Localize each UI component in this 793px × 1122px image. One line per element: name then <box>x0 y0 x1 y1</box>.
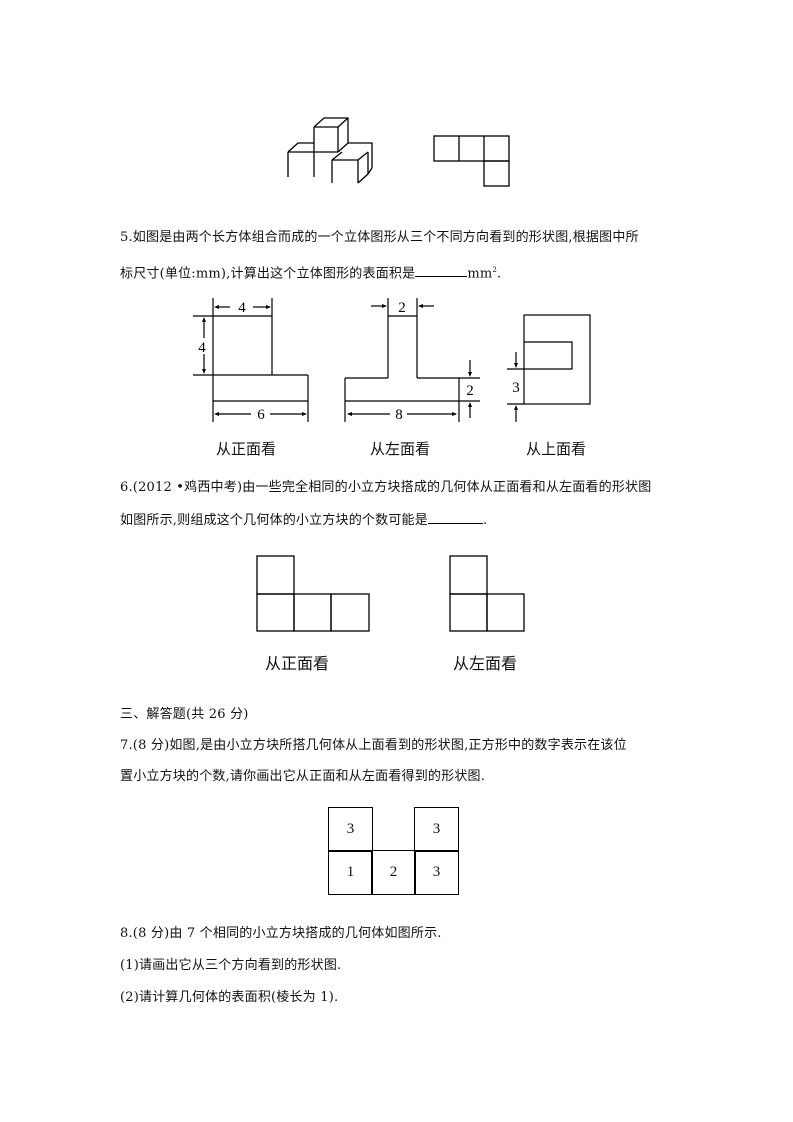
q7-top-view-grid: 3 3 1 2 3 <box>328 807 459 895</box>
top-view-grid-figure <box>433 135 510 187</box>
q5-top-dim: 3 <box>512 380 520 396</box>
q6-left-caption: 从左面看 <box>453 654 518 673</box>
q5-left-dim-top: 2 <box>398 300 406 316</box>
q5-left-dim-bottom: 8 <box>395 407 403 423</box>
cube-stack-3d-figure <box>287 117 373 184</box>
q5-unit-sup: 2 <box>492 266 498 274</box>
q7-grid-cell-r1c3: 3 <box>414 807 459 852</box>
q6-front-view-figure <box>256 555 370 632</box>
q7-text-line1: 7.(8 分)如图,是由小立方块所搭几何体从上面看到的形状图,正方形中的数字表示… <box>120 738 627 753</box>
q5-top-caption: 从上面看 <box>526 440 587 458</box>
q5-text-line2: 标尺寸(单位:mm),计算出这个立体图形的表面积是 mm2. <box>120 262 501 282</box>
q5-left-dim-height: 2 <box>466 383 474 399</box>
q6-text-line2-prefix: 如图所示,则组成这个几何体的小立方块的个数可能是 <box>120 513 428 528</box>
q6-text-line2: 如图所示,则组成这个几何体的小立方块的个数可能是. <box>120 511 487 529</box>
q8-part1: (1)请画出它从三个方向看到的形状图. <box>120 958 342 973</box>
q5-unit: mm <box>467 266 493 282</box>
q6-period: . <box>482 513 488 528</box>
q5-answer-blank[interactable] <box>415 264 468 278</box>
q6-left-view-figure <box>449 555 525 632</box>
q7-grid-cell-r2c3: 3 <box>414 850 459 895</box>
section3-title: 三、解答题(共 26 分) <box>120 707 249 722</box>
q6-text-line1: 6.(2012 •鸡西中考)由一些完全相同的小立方块搭成的几何体从正面看和从左面… <box>120 480 652 495</box>
q5-period: . <box>497 266 502 282</box>
q5-text-line2-prefix: 标尺寸(单位:mm),计算出这个立体图形的表面积是 <box>120 266 416 282</box>
q5-front-dim-top: 4 <box>238 300 246 316</box>
q7-grid-cell-r2c2: 2 <box>371 850 416 895</box>
q5-front-caption: 从正面看 <box>216 440 277 458</box>
q6-front-caption: 从正面看 <box>265 654 330 673</box>
q7-grid-cell-r2c1: 1 <box>328 850 373 895</box>
q5-top-view-figure: 3 <box>507 314 591 422</box>
q7-text-line2: 置小立方块的个数,请你画出它从正面和从左面看得到的形状图. <box>120 769 486 784</box>
q5-left-view-figure: 2 2 8 <box>344 298 480 423</box>
q5-front-dim-height: 4 <box>198 340 206 356</box>
q5-text-line1: 5.如图是由两个长方体组合而成的一个立体图形从三个不同方向看到的形状图,根据图中… <box>120 230 639 245</box>
q5-front-view-figure: 4 4 6 <box>193 298 309 423</box>
q5-front-dim-bottom: 6 <box>257 407 265 423</box>
q5-left-caption: 从左面看 <box>370 440 431 458</box>
q7-grid-cell-r1c1: 3 <box>328 807 373 852</box>
q8-part2: (2)请计算几何体的表面积(棱长为 1). <box>120 990 339 1005</box>
q6-answer-blank[interactable] <box>427 511 483 524</box>
q8-text-line1: 8.(8 分)由 7 个相同的小立方块搭成的几何体如图所示. <box>120 926 442 941</box>
